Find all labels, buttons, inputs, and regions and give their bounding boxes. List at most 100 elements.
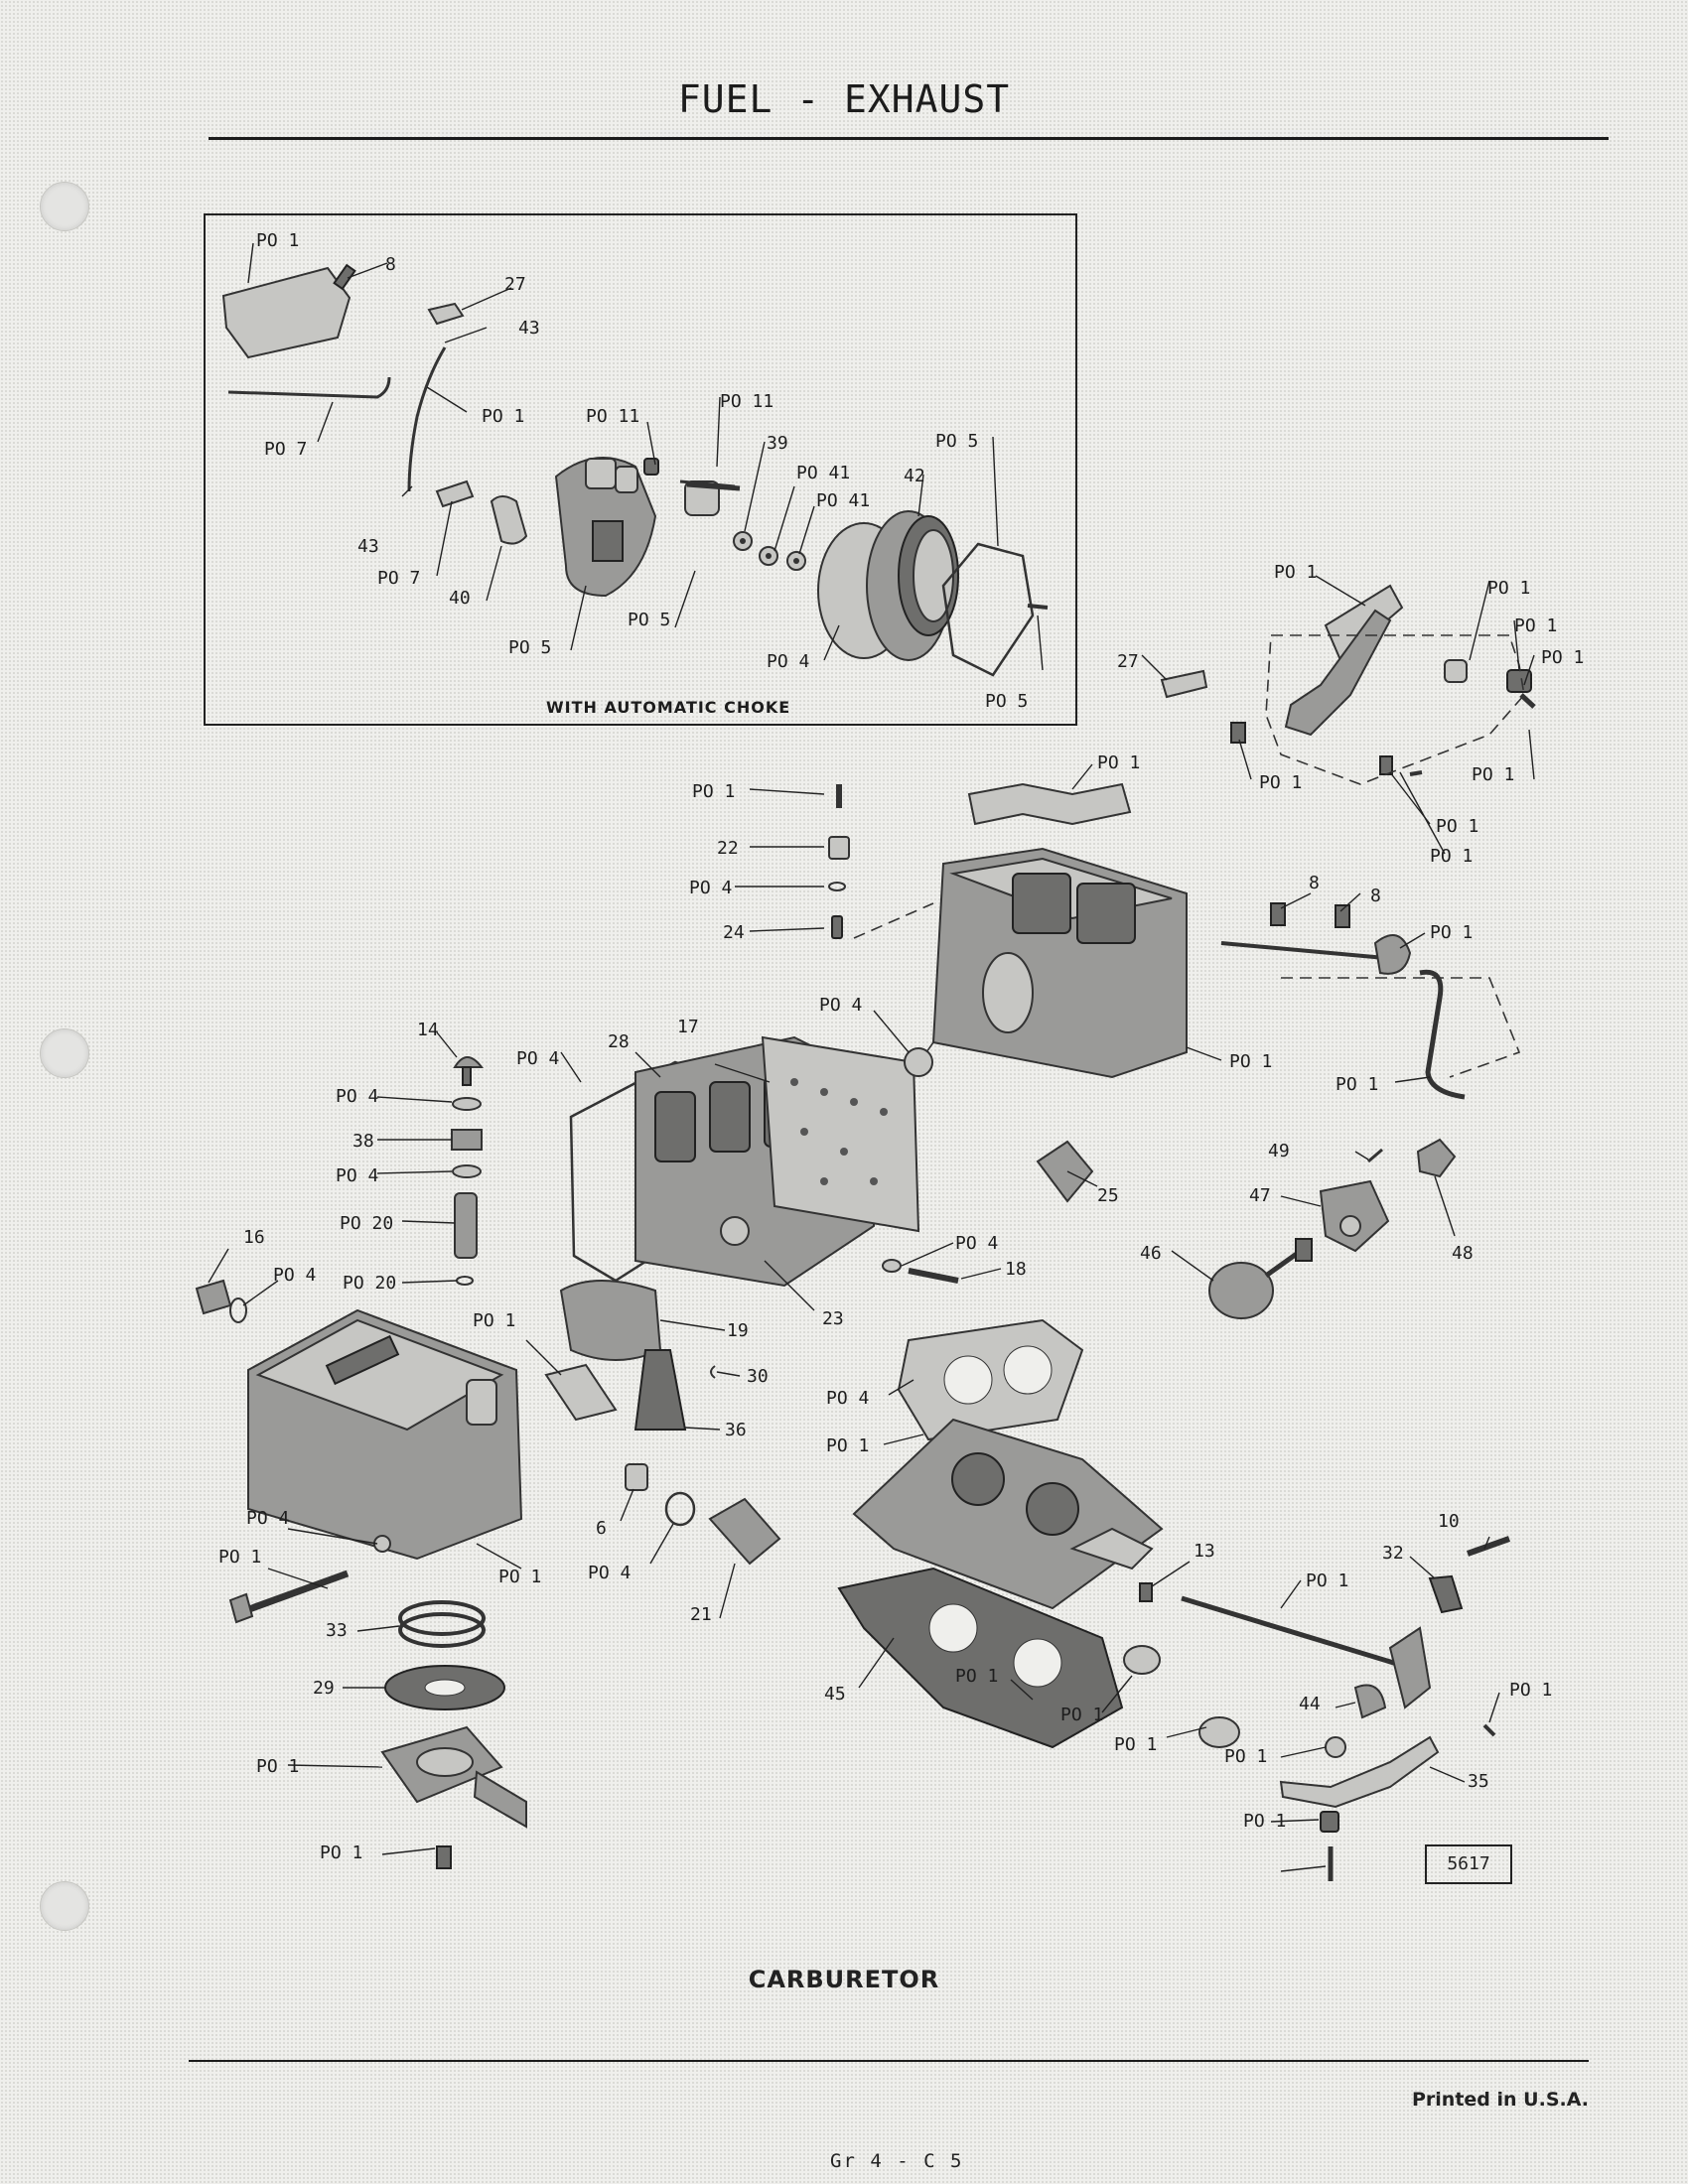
callout: 27 — [1117, 651, 1139, 672]
callout: 33 — [326, 1620, 348, 1641]
callout: PO 11 — [720, 391, 774, 412]
callout: 21 — [690, 1604, 712, 1625]
callout: PO 20 — [343, 1273, 396, 1294]
callout: PO 1 — [256, 230, 299, 251]
callout: 22 — [717, 838, 739, 859]
callout: PO 1 — [1097, 752, 1140, 773]
callout: PO 4 — [246, 1508, 289, 1529]
binder-hole-middle — [40, 1028, 89, 1078]
callout: PO 5 — [985, 691, 1028, 712]
binder-hole-top — [40, 182, 89, 231]
callout: PO 1 — [1336, 1074, 1378, 1095]
callout: PO 1 — [1430, 922, 1473, 943]
callout: 36 — [725, 1420, 747, 1440]
callout: 16 — [243, 1227, 265, 1248]
callout: 49 — [1268, 1141, 1290, 1161]
callout-labels: PO 1 8 27 43 PO 1 PO 7 PO 11 PO 11 39 PO… — [218, 230, 1584, 1863]
callout: PO 7 — [264, 439, 307, 460]
callout: 13 — [1194, 1541, 1215, 1562]
callout: PO 1 — [1114, 1734, 1157, 1755]
callout: PO 4 — [767, 651, 809, 672]
callout: 30 — [747, 1366, 769, 1387]
callout: 19 — [727, 1320, 749, 1341]
callout: PO 41 — [816, 490, 870, 511]
callout: PO 5 — [935, 431, 978, 452]
callout: 39 — [767, 433, 788, 454]
callout: 43 — [518, 318, 540, 339]
callout: PO 4 — [826, 1388, 869, 1409]
callout: PO 1 — [826, 1435, 869, 1456]
callout: 18 — [1005, 1259, 1027, 1280]
callout: PO 1 — [473, 1310, 515, 1331]
callout: PO 1 — [1259, 772, 1302, 793]
callout: PO 1 — [218, 1547, 261, 1568]
callout: 8 — [385, 254, 396, 275]
callout: 10 — [1438, 1511, 1460, 1532]
callout: PO 1 — [1274, 562, 1317, 583]
callout: 6 — [596, 1518, 607, 1539]
callout: 25 — [1097, 1185, 1119, 1206]
printed-in-note: Printed in U.S.A. — [1412, 2089, 1589, 2111]
callout: PO 41 — [796, 463, 850, 483]
callout: PO 4 — [689, 878, 732, 898]
callout: PO 1 — [1060, 1705, 1103, 1725]
callout: PO 1 — [1243, 1811, 1286, 1832]
callout: 47 — [1249, 1185, 1271, 1206]
callout: 17 — [677, 1017, 699, 1037]
callout: PO 1 — [482, 406, 524, 427]
callout: PO 5 — [628, 610, 670, 630]
callout: 40 — [449, 588, 471, 609]
callout: PO 1 — [256, 1756, 299, 1777]
callout: 28 — [608, 1031, 630, 1052]
callout: PO 1 — [1306, 1570, 1348, 1591]
callout: 8 — [1370, 886, 1381, 906]
main-parts — [195, 584, 1536, 1881]
binder-hole-bottom — [40, 1881, 89, 1931]
callout: PO 1 — [1472, 764, 1514, 785]
callout: PO 11 — [586, 406, 639, 427]
callout: PO 1 — [1514, 615, 1557, 636]
callout: PO 1 — [1229, 1051, 1272, 1072]
callout: 45 — [824, 1684, 846, 1705]
callout: PO 1 — [1509, 1680, 1552, 1701]
callout: PO 1 — [1436, 816, 1478, 837]
inset-caption: WITH AUTOMATIC CHOKE — [546, 698, 791, 717]
header-rule — [209, 137, 1609, 140]
callout: PO 1 — [320, 1843, 362, 1863]
figure-number: 5617 — [1425, 1844, 1512, 1884]
callout: 32 — [1382, 1543, 1404, 1564]
callout: PO 4 — [819, 995, 862, 1016]
callout: PO 5 — [508, 637, 551, 658]
callout: PO 20 — [340, 1213, 393, 1234]
callout: 14 — [417, 1020, 439, 1040]
callout: PO 1 — [1487, 578, 1530, 599]
callout: 29 — [313, 1678, 335, 1699]
callout: 48 — [1452, 1243, 1474, 1264]
callout: PO 1 — [955, 1666, 998, 1687]
callout: PO 7 — [377, 568, 420, 589]
inset-parts — [221, 263, 1049, 677]
callout: PO 4 — [336, 1165, 378, 1186]
automatic-choke-inset — [204, 213, 1077, 726]
callout: PO 1 — [692, 781, 735, 802]
callout: PO 1 — [1224, 1746, 1267, 1767]
leader-lines — [208, 242, 1535, 1872]
page-number: Gr 4 - C 5 — [830, 2150, 964, 2172]
figure-caption: CARBURETOR — [748, 1966, 940, 1993]
callout: 42 — [904, 466, 925, 486]
callout: 8 — [1309, 873, 1320, 893]
callout: PO 4 — [516, 1048, 559, 1069]
callout: 24 — [723, 922, 745, 943]
callout: PO 1 — [1541, 647, 1584, 668]
callout: PO 1 — [498, 1567, 541, 1587]
callout: PO 1 — [1430, 846, 1473, 867]
callout: PO 4 — [336, 1086, 378, 1107]
page-title: FUEL - EXHAUST — [677, 77, 1011, 121]
callout: PO 4 — [588, 1563, 631, 1583]
callout: PO 4 — [955, 1233, 998, 1254]
callout: 38 — [352, 1131, 374, 1152]
callout: 35 — [1468, 1771, 1489, 1792]
callout: 27 — [504, 274, 526, 295]
callout: 44 — [1299, 1694, 1321, 1714]
